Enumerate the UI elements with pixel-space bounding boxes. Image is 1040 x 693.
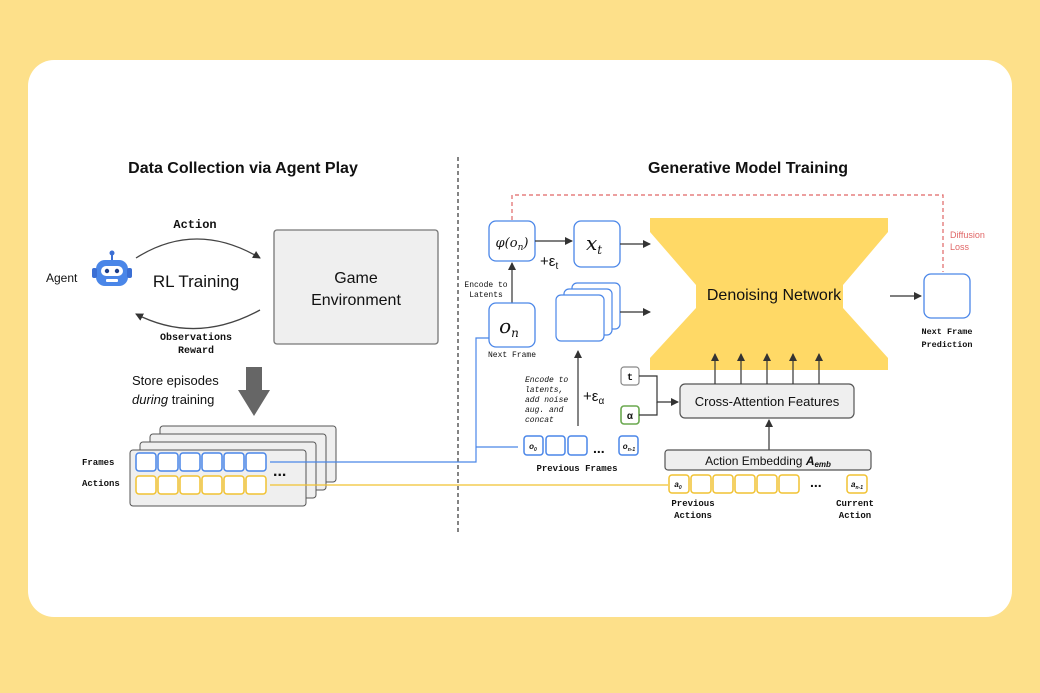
encode-noise-line: aug. and bbox=[525, 406, 564, 415]
episode-frame-cell bbox=[135, 452, 157, 472]
diagram-canvas: Data Collection via Agent Play Generativ… bbox=[46, 157, 985, 535]
right-panel-title: Generative Model Training bbox=[648, 160, 848, 177]
actions-ellipsis: ... bbox=[810, 474, 822, 490]
store-episodes-line2: during training bbox=[132, 392, 214, 407]
action-arrow bbox=[135, 238, 261, 259]
action-cell bbox=[712, 474, 734, 494]
action-embedding-box bbox=[664, 449, 872, 471]
next-frame-prediction-line1: Next Frame bbox=[921, 327, 972, 337]
xt-label: xt bbox=[586, 231, 602, 257]
current-action-line2: Action bbox=[839, 511, 871, 521]
episode-action-cell bbox=[223, 475, 245, 495]
episode-frame-cell bbox=[179, 452, 201, 472]
action-a0-label: a0 bbox=[674, 480, 681, 491]
eps-a-label: +εα bbox=[583, 388, 604, 407]
episode-actions-row bbox=[135, 475, 267, 495]
diffusion-loss-line1: Diffusion bbox=[950, 230, 985, 240]
cross-attention-label: Cross-Attention Features bbox=[695, 394, 840, 409]
action-cell bbox=[668, 474, 690, 494]
episode-frame-cell bbox=[223, 452, 245, 472]
episode-action-cell bbox=[245, 475, 267, 495]
previous-frame-cell bbox=[618, 435, 639, 456]
episode-frame-cell bbox=[245, 452, 267, 472]
on-label: on bbox=[499, 314, 519, 340]
action-cell bbox=[756, 474, 778, 494]
frames-label: Frames bbox=[82, 458, 114, 468]
diagram-card: Data Collection via Agent Play Generativ… bbox=[28, 60, 1012, 617]
action-cell bbox=[734, 474, 756, 494]
encode-noise-line: add noise bbox=[525, 396, 568, 405]
next-frame-prediction-line2: Prediction bbox=[921, 340, 972, 350]
game-env-line2: Environment bbox=[311, 292, 401, 309]
next-frame-prediction-box bbox=[923, 273, 971, 319]
latent-stack-front bbox=[555, 294, 605, 342]
alpha-label: α bbox=[627, 411, 634, 422]
action-cell bbox=[690, 474, 712, 494]
denoising-network-label: Denoising Network bbox=[707, 287, 842, 304]
diffusion-loss-line2: Loss bbox=[950, 242, 970, 252]
action-cell bbox=[778, 474, 800, 494]
robot-icon bbox=[92, 250, 132, 286]
current-action-line1: Current bbox=[836, 499, 874, 509]
actions-row: a0 an-1 bbox=[668, 474, 868, 494]
encode-latents-line1: Encode to bbox=[464, 281, 507, 290]
agent-label: Agent bbox=[46, 271, 78, 285]
left-panel-title: Data Collection via Agent Play bbox=[128, 160, 358, 177]
encode-noise-line: Encode to bbox=[525, 376, 568, 385]
observation-arrow bbox=[135, 309, 261, 330]
encode-latents-line2: Latents bbox=[469, 291, 503, 300]
frame-on-1-label: on-1 bbox=[623, 442, 636, 453]
previous-frames-row: o0 on-1 bbox=[523, 435, 639, 456]
action-label: Action bbox=[173, 218, 216, 232]
frames-to-network-line bbox=[270, 337, 489, 463]
previous-frame-cell bbox=[545, 435, 566, 456]
episode-ellipsis: ... bbox=[273, 463, 286, 480]
previous-actions-line2: Actions bbox=[674, 511, 712, 521]
action-an-1-label: an-1 bbox=[851, 480, 863, 491]
action-embedding-label: Action Embedding Aemb bbox=[705, 454, 831, 469]
phi-label: φ(on) bbox=[496, 236, 529, 253]
t-label: t bbox=[627, 373, 633, 384]
game-env-line1: Game bbox=[334, 270, 378, 287]
episode-action-cell bbox=[157, 475, 179, 495]
reward-label: Reward bbox=[178, 345, 214, 357]
t-to-cross-attn-line bbox=[639, 375, 679, 406]
encode-noise-line: concat bbox=[525, 416, 554, 425]
actions-label: Actions bbox=[82, 479, 120, 489]
episode-frame-cell bbox=[157, 452, 179, 472]
previous-frame-cell bbox=[523, 435, 544, 456]
denoising-network bbox=[650, 218, 888, 370]
cross-attn-arrows bbox=[711, 353, 823, 384]
previous-actions-line1: Previous bbox=[671, 499, 714, 509]
encode-noise-line: latents, bbox=[525, 386, 563, 395]
down-arrow-icon bbox=[238, 367, 270, 416]
alpha-to-cross-attn-line bbox=[639, 402, 658, 416]
frame-o0-label: o0 bbox=[529, 442, 537, 453]
previous-frame-cell bbox=[567, 435, 588, 456]
prev-frames-ellipsis: ... bbox=[593, 440, 605, 456]
next-frame-label: Next Frame bbox=[488, 351, 536, 360]
action-cell bbox=[846, 474, 868, 494]
game-environment-box bbox=[273, 229, 439, 345]
next-frame-box bbox=[488, 302, 536, 348]
rl-training-label: RL Training bbox=[153, 272, 239, 291]
episode-action-cell bbox=[179, 475, 201, 495]
episode-action-cell bbox=[135, 475, 157, 495]
episode-frames-row bbox=[135, 452, 267, 472]
eps-t-label: +εt bbox=[540, 253, 558, 272]
diffusion-loss-path bbox=[511, 194, 944, 272]
observations-label: Observations bbox=[160, 332, 232, 344]
store-episodes-line1: Store episodes bbox=[132, 373, 219, 388]
previous-frames-label: Previous Frames bbox=[536, 464, 617, 474]
episode-frame-cell bbox=[201, 452, 223, 472]
episode-action-cell bbox=[201, 475, 223, 495]
